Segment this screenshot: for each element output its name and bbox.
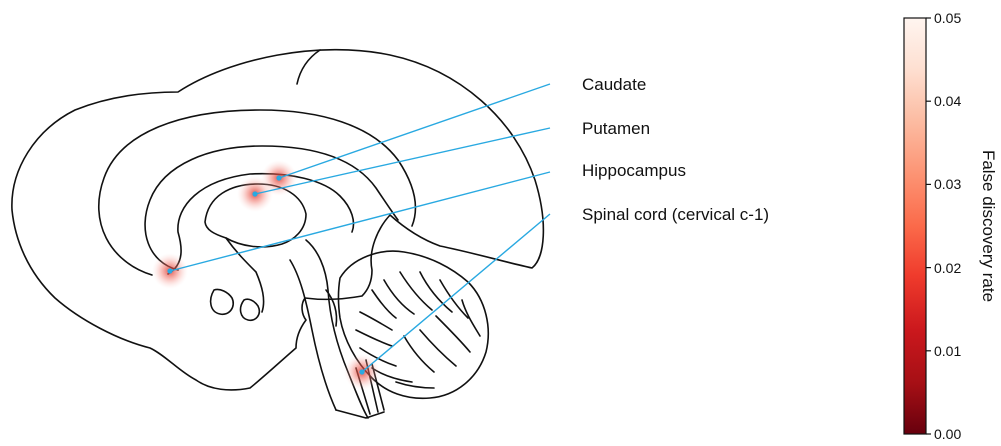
tick-label-1: 0.01 bbox=[934, 343, 961, 359]
tick-label-3: 0.03 bbox=[934, 176, 961, 192]
region-highlights bbox=[152, 160, 380, 390]
colorbar: 0.00 0.01 0.02 0.03 0.04 0.05 False disc… bbox=[904, 10, 998, 442]
spinal-cord-end bbox=[336, 410, 384, 418]
tick-label-0: 0.00 bbox=[934, 426, 961, 442]
label-hippocampus: Hippocampus bbox=[582, 161, 686, 180]
colorbar-ticks bbox=[926, 18, 931, 434]
tick-label-5: 0.05 bbox=[934, 10, 961, 26]
mammillary-body bbox=[241, 299, 260, 320]
brainstem-back bbox=[290, 260, 336, 410]
pituitary bbox=[211, 289, 234, 314]
hippocampus-leader bbox=[170, 172, 550, 271]
spinal-cord-leader bbox=[362, 214, 550, 372]
brainstem bbox=[306, 240, 368, 418]
colorbar-gradient bbox=[904, 18, 926, 434]
label-putamen: Putamen bbox=[582, 119, 650, 138]
tick-label-4: 0.04 bbox=[934, 93, 961, 109]
third-ventricle bbox=[226, 238, 264, 312]
central-sulcus bbox=[297, 50, 320, 84]
fourth-ventricle bbox=[326, 290, 337, 326]
colorbar-title: False discovery rate bbox=[979, 150, 998, 302]
region-labels: Caudate Putamen Hippocampus Spinal cord … bbox=[582, 75, 769, 224]
hippocampus-dot bbox=[167, 268, 172, 273]
putamen-dot bbox=[252, 191, 257, 196]
brain-outline bbox=[12, 50, 543, 418]
cerebrum-outline bbox=[12, 50, 543, 390]
label-spinal-cord: Spinal cord (cervical c-1) bbox=[582, 205, 769, 224]
spinal-cord-dot bbox=[359, 369, 364, 374]
caudate-dot bbox=[276, 175, 281, 180]
label-caudate: Caudate bbox=[582, 75, 646, 94]
tick-label-2: 0.02 bbox=[934, 260, 961, 276]
